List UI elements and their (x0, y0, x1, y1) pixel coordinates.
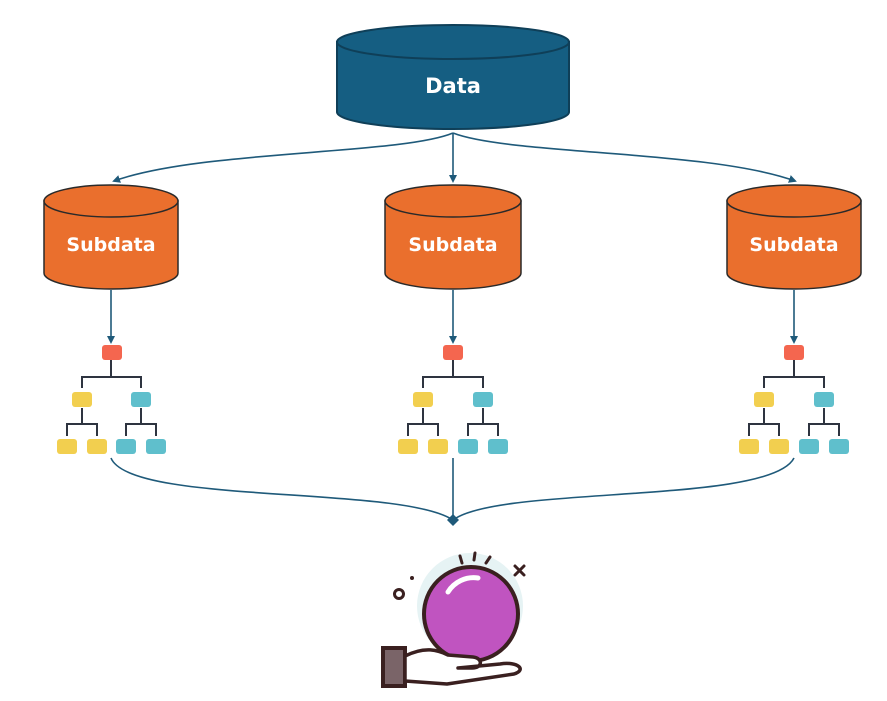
tree-node (754, 392, 774, 407)
tree-leaf (488, 439, 508, 454)
split-arrows (112, 132, 797, 183)
tree-root-node (443, 345, 463, 360)
arrow-to-subdata-1 (112, 132, 454, 183)
tree-arrows (107, 290, 798, 344)
tree-leaf (769, 439, 789, 454)
data-cylinder: Data (336, 24, 570, 130)
crystal-ball-in-hand-icon (381, 551, 526, 688)
tree-leaf (458, 439, 478, 454)
merge-point (447, 514, 459, 526)
decision-tree-1 (57, 345, 166, 454)
tree-node (814, 392, 834, 407)
tree-node (413, 392, 433, 407)
merge-curve-1 (110, 457, 454, 521)
tree-leaf (829, 439, 849, 454)
tree-root-node (784, 345, 804, 360)
tree-leaf (116, 439, 136, 454)
subdata-label-3: Subdata (749, 234, 838, 256)
tree-leaf (87, 439, 107, 454)
subdata-cylinder-2: Subdata (384, 184, 522, 290)
arrow-to-subdata-3 (452, 132, 797, 183)
tree-node (473, 392, 493, 407)
subdata-cylinder-3: Subdata (726, 184, 862, 290)
subdata-cylinder-1: Subdata (43, 184, 179, 290)
tree-leaf (739, 439, 759, 454)
tree-leaf (57, 439, 77, 454)
decision-tree-3 (739, 345, 849, 454)
subdata-label-2: Subdata (408, 234, 497, 256)
decision-tree-2 (398, 345, 508, 454)
tree-root-node (102, 345, 122, 360)
tree-node (131, 392, 151, 407)
subdata-label-1: Subdata (66, 234, 155, 256)
data-label: Data (425, 74, 481, 98)
tree-leaf (428, 439, 448, 454)
merge-curve-3 (452, 457, 795, 521)
tree-leaf (799, 439, 819, 454)
tree-leaf (146, 439, 166, 454)
tree-leaf (398, 439, 418, 454)
merge-curves (110, 457, 795, 526)
tree-node (72, 392, 92, 407)
